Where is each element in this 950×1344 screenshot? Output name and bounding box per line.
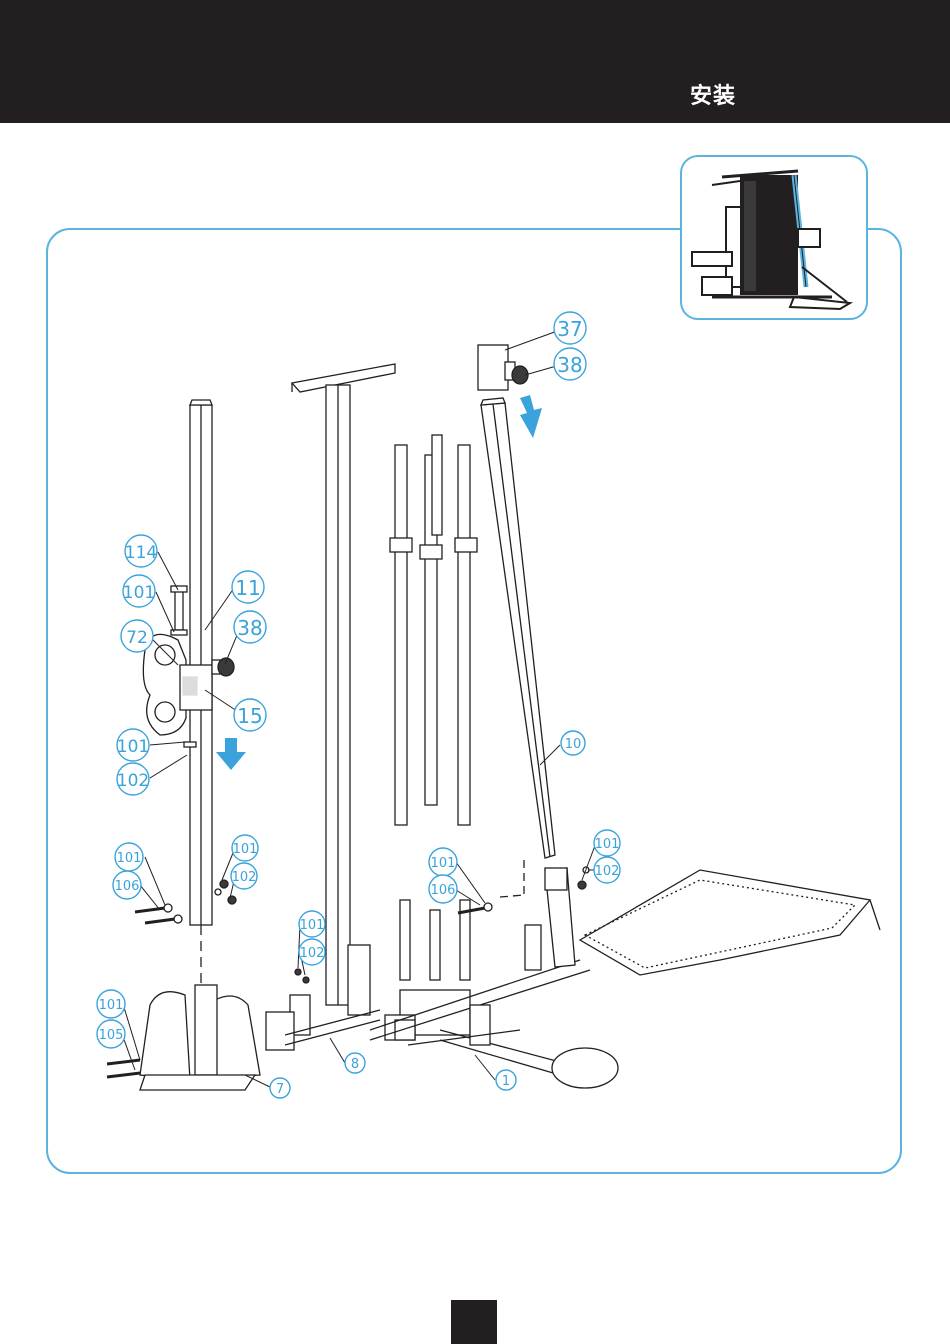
washer-101-lower: [184, 742, 196, 747]
left-post-bolts: [135, 880, 236, 923]
callout-7: 7: [276, 1082, 284, 1097]
callout-101-left: 101: [117, 851, 142, 866]
callout-1: 1: [502, 1074, 510, 1089]
down-arrow-icon: [520, 395, 542, 438]
callout-10: 10: [565, 737, 582, 752]
bolt-114: [171, 586, 187, 635]
callout-101-base: 101: [300, 918, 325, 933]
callout-38-left: 38: [237, 616, 262, 640]
callout-101-lower: 101: [117, 737, 149, 757]
part-10-diagonal-tube: [481, 398, 575, 967]
callout-101: 101: [123, 583, 155, 603]
callout-102-right: 102: [595, 864, 620, 879]
callout-102-post: 102: [232, 870, 257, 885]
callout-106-left: 106: [115, 879, 140, 894]
callout-102-base: 102: [300, 946, 325, 961]
part-8-upright: [266, 364, 395, 1050]
callout-37: 37: [557, 317, 582, 341]
part-7-foot-pedal: [107, 985, 260, 1090]
down-arrow-icon: [216, 738, 246, 770]
callout-38: 38: [557, 353, 582, 377]
callout-106-center: 106: [431, 883, 456, 898]
diagram-parts: [107, 330, 880, 1090]
page-number-tab: [451, 1300, 497, 1344]
part-15-pulley-bracket: [143, 634, 234, 735]
callout-101-post: 101: [233, 842, 258, 857]
callout-15: 15: [237, 704, 262, 728]
callout-102-lower: 102: [117, 771, 149, 791]
callout-101-pedal: 101: [99, 998, 124, 1013]
callout-114: 114: [125, 543, 157, 563]
footplate: [580, 870, 880, 975]
callout-11: 11: [235, 576, 260, 600]
callout-101-right: 101: [595, 837, 620, 852]
callout-8: 8: [351, 1057, 359, 1072]
part-11-post: [190, 400, 212, 925]
callout-72: 72: [126, 628, 148, 648]
part-37-cap: [478, 345, 528, 390]
callout-105: 105: [99, 1028, 124, 1043]
callout-101-center: 101: [431, 856, 456, 871]
